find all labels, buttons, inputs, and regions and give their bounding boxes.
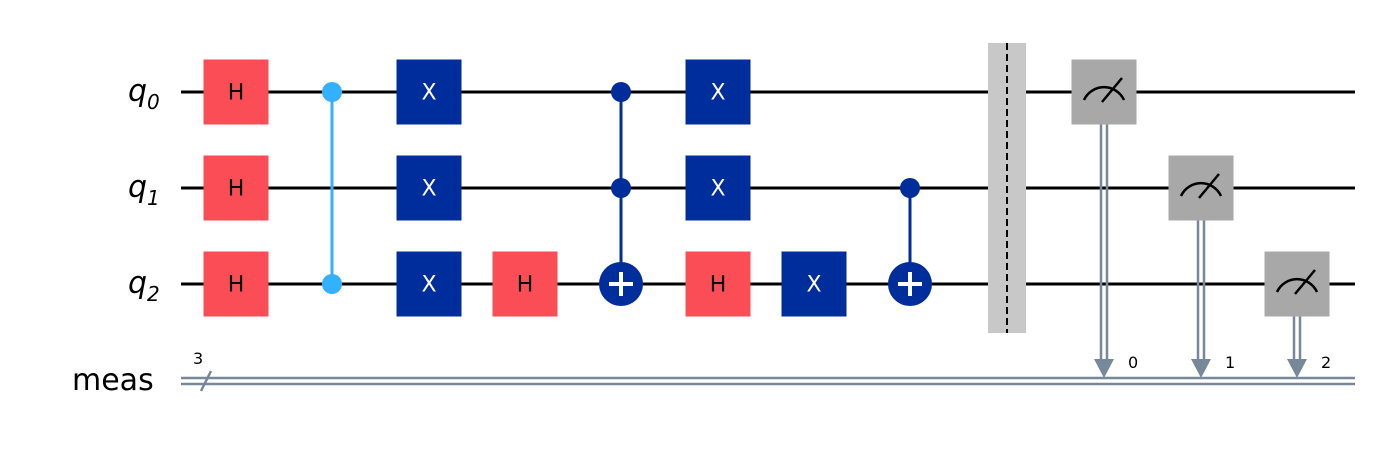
gate-label: X	[806, 273, 821, 298]
gate-label: X	[421, 273, 436, 298]
control-dot	[322, 82, 342, 102]
h-gate	[203, 155, 269, 221]
qubit-index: 1	[147, 186, 160, 210]
x-gate	[781, 251, 847, 317]
x-gate	[396, 251, 462, 317]
meter-needle-icon	[1294, 269, 1316, 295]
gate-label: H	[228, 273, 245, 298]
qubit-name: q	[128, 170, 147, 205]
gate-label: H	[228, 81, 245, 106]
meter-needle-icon	[1198, 173, 1220, 199]
h-gate	[203, 59, 269, 125]
register-bundle-slash	[199, 370, 213, 392]
gate-label: X	[421, 81, 436, 106]
x-gate	[685, 59, 751, 125]
qubit-label-q1: q1	[128, 170, 160, 210]
qubit-label-q0: q0	[128, 74, 160, 114]
classical-register-label: meas	[72, 363, 154, 398]
control-dot	[611, 82, 631, 102]
h-gate	[203, 251, 269, 317]
x-gate	[685, 155, 751, 221]
control-dot	[322, 274, 342, 294]
register-size-label: 3	[193, 349, 203, 368]
gate-label: X	[710, 177, 725, 202]
meter-arc-icon	[1179, 181, 1223, 197]
gate-label: X	[421, 177, 436, 202]
qubit-name: q	[128, 266, 147, 301]
wires: 3	[181, 90, 1355, 392]
measure-arrow	[1287, 359, 1307, 378]
measure-arrow	[1191, 359, 1211, 378]
clbit-index-label: 1	[1225, 353, 1235, 372]
measure-gate	[1264, 251, 1330, 317]
control-dot	[900, 178, 920, 198]
measure-gate	[1071, 59, 1137, 125]
qubit-index: 2	[147, 282, 160, 306]
x-gate	[396, 155, 462, 221]
control-dot	[611, 178, 631, 198]
meter-arc-icon	[1275, 277, 1319, 293]
gate-label: H	[710, 273, 727, 298]
gate-label: H	[228, 177, 245, 202]
qubit-index: 0	[147, 90, 160, 114]
meter-needle-icon	[1101, 77, 1123, 103]
qubit-label-q2: q2	[128, 266, 160, 306]
gate-label: H	[517, 273, 534, 298]
meter-arc-icon	[1082, 85, 1126, 101]
measure-arrow	[1094, 359, 1114, 378]
x-gate	[396, 59, 462, 125]
gates: H H H X X X H X X H X 0 1 2	[203, 43, 1331, 378]
h-gate	[492, 251, 558, 317]
measure-gate	[1168, 155, 1234, 221]
qubit-name: q	[128, 74, 147, 109]
gate-label: X	[710, 81, 725, 106]
clbit-index-label: 0	[1128, 353, 1138, 372]
clbit-index-label: 2	[1321, 353, 1331, 372]
h-gate	[685, 251, 751, 317]
